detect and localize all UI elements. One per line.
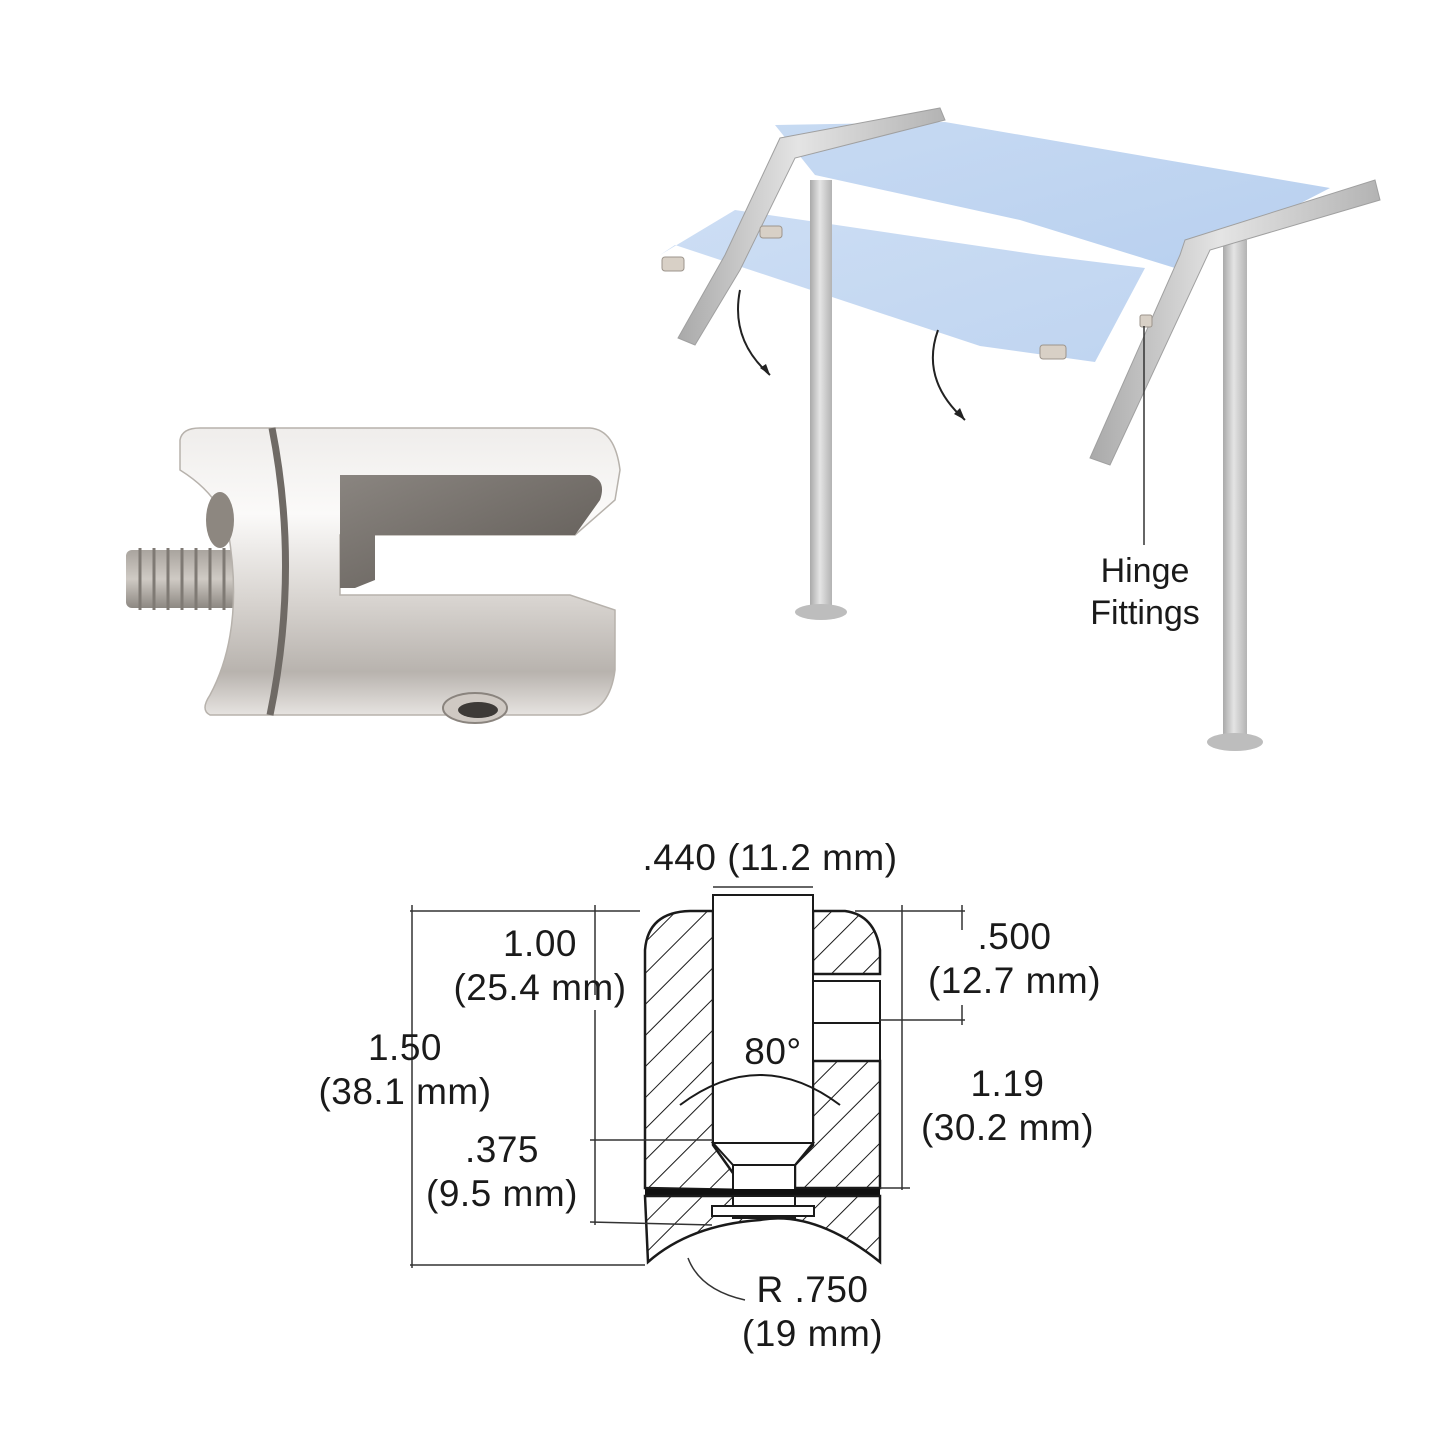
dim-total-height-metric: (38.1 mm) bbox=[318, 1071, 492, 1112]
dim-body-height-imperial: 1.19 bbox=[970, 1063, 1045, 1104]
dim-radius-metric: (19 mm) bbox=[741, 1313, 884, 1354]
dim-slot-width: .440 (11.2 mm) bbox=[642, 837, 898, 878]
hinge-fittings-callout: Hinge Fittings bbox=[1080, 550, 1210, 634]
dim-upper-depth-metric: (25.4 mm) bbox=[453, 967, 627, 1008]
dim-total-height: 1.50 (38.1 mm) bbox=[300, 1026, 510, 1114]
dim-base-thickness-metric: (9.5 mm) bbox=[426, 1173, 578, 1214]
dim-total-height-imperial: 1.50 bbox=[367, 1027, 442, 1068]
dim-body-height-metric: (30.2 mm) bbox=[920, 1107, 1095, 1148]
dim-angle: 80° bbox=[744, 1031, 802, 1072]
callout-line-2: Fittings bbox=[1090, 594, 1200, 632]
sneeze-guard-illustration: Hinge Fittings bbox=[640, 90, 1400, 770]
dim-radius: R .750 (19 mm) bbox=[720, 1268, 905, 1356]
dim-hole-offset: .500 (12.7 mm) bbox=[912, 915, 1117, 1003]
dim-hole-offset-imperial: .500 bbox=[977, 916, 1052, 957]
dim-body-height: 1.19 (30.2 mm) bbox=[905, 1062, 1110, 1150]
dim-upper-depth-imperial: 1.00 bbox=[502, 923, 577, 964]
clamp-fitting-photo bbox=[110, 410, 670, 740]
sneeze-guard-graphic bbox=[660, 107, 1381, 751]
dim-radius-imperial: R .750 bbox=[756, 1269, 869, 1310]
callout-line-1: Hinge bbox=[1100, 552, 1190, 590]
clamp-fitting-graphic bbox=[126, 427, 621, 724]
dim-hole-offset-metric: (12.7 mm) bbox=[927, 960, 1102, 1001]
dim-base-thickness-imperial: .375 bbox=[464, 1129, 539, 1170]
dim-base-thickness: .375 (9.5 mm) bbox=[412, 1128, 592, 1216]
dim-upper-depth: 1.00 (25.4 mm) bbox=[430, 922, 650, 1010]
